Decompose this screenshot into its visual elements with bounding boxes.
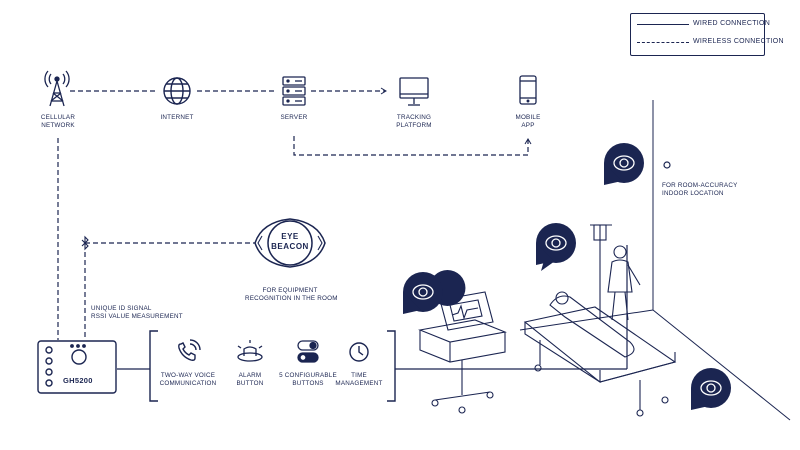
eye-beacon-icon <box>254 218 326 268</box>
label-room-line2: INDOOR LOCATION <box>662 190 724 197</box>
room-locator-device-icon <box>663 161 671 169</box>
eye-beacon-line1: EYE <box>281 232 299 241</box>
legend-wireless-swatch <box>637 42 689 43</box>
location-pin-wall <box>604 143 644 185</box>
toggle-icon <box>297 340 319 363</box>
label-server: SERVER <box>274 114 314 122</box>
legend-wireless-label: WIRELESS CONNECTION <box>693 38 784 45</box>
room-walls <box>519 100 791 421</box>
feature-alarm-line2: BUTTON <box>236 380 264 387</box>
legend-wired-swatch <box>637 24 689 25</box>
gh5200-device-icon <box>37 340 117 394</box>
label-equipment-line2: RECOGNITION IN THE ROOM <box>245 295 338 302</box>
feature-two-way-voice: TWO-WAY VOICE COMMUNICATION <box>158 372 218 388</box>
eye-beacon-line2: BEACON <box>271 242 309 251</box>
label-room-line1: FOR ROOM-ACCURACY <box>662 182 738 189</box>
feature-voice-line1: TWO-WAY VOICE <box>160 372 216 379</box>
label-server-line1: SERVER <box>280 114 308 121</box>
label-mobile-line2: APP <box>521 122 535 129</box>
feature-config-line2: BUTTONS <box>292 380 324 387</box>
medical-cart <box>418 291 507 414</box>
feature-bracket-right <box>387 330 396 402</box>
label-cellular-network: CELLULAR NETWORK <box>38 114 78 130</box>
location-pin-bottom <box>691 368 731 410</box>
feature-time-line2: MANAGEMENT <box>335 380 383 387</box>
label-unique-id-signal: UNIQUE ID SIGNAL RSSI VALUE MEASUREMENT <box>91 305 183 321</box>
monitor-icon <box>399 77 429 106</box>
hospital-bed <box>523 224 677 417</box>
label-tracking-platform: TRACKING PLATFORM <box>389 114 439 130</box>
feature-configurable-buttons: 5 CONFIGURABLE BUTTONS <box>278 372 338 388</box>
feature-time-management: TIME MANAGEMENT <box>334 372 384 388</box>
legend-wired: WIRED CONNECTION <box>637 19 770 29</box>
cell-tower-icon <box>44 70 70 107</box>
globe-icon <box>163 77 191 105</box>
label-internet-line1: INTERNET <box>160 114 194 121</box>
label-mobile-line1: MOBILE <box>515 114 541 121</box>
legend-wireless: WIRELESS CONNECTION <box>637 37 784 47</box>
label-tracking-line1: TRACKING <box>396 114 432 121</box>
label-equipment-line1: FOR EQUIPMENT <box>262 287 318 294</box>
feature-alarm-line1: ALARM <box>238 372 262 379</box>
label-signal-line1: UNIQUE ID SIGNAL <box>91 305 152 312</box>
feature-config-line1: 5 CONFIGURABLE <box>279 372 337 379</box>
label-room-accuracy: FOR ROOM-ACCURACY INDOOR LOCATION <box>662 182 737 198</box>
smartphone-icon <box>519 75 537 105</box>
label-cellular-line1: CELLULAR <box>40 114 76 121</box>
location-pin-cart-body <box>403 272 443 314</box>
eye-beacon-label: EYE BEACON <box>270 232 310 252</box>
clock-icon <box>349 342 369 362</box>
nurse-figure <box>607 245 641 321</box>
label-signal-line2: RSSI VALUE MEASUREMENT <box>91 313 183 320</box>
feature-bracket-left <box>149 330 158 402</box>
label-tracking-line2: PLATFORM <box>396 122 432 129</box>
feature-voice-line2: COMMUNICATION <box>159 380 217 387</box>
server-icon <box>282 76 306 106</box>
label-equipment-recognition: FOR EQUIPMENT RECOGNITION IN THE ROOM <box>245 287 338 303</box>
gh5200-label: GH5200 <box>63 376 93 385</box>
label-mobile-app: MOBILE APP <box>508 114 548 130</box>
legend-wired-label: WIRED CONNECTION <box>693 20 771 27</box>
bluetooth-icon <box>81 235 89 251</box>
phone-icon <box>178 339 201 361</box>
label-cellular-line2: NETWORK <box>41 122 75 129</box>
location-pin-bed-body <box>536 223 576 265</box>
feature-time-line1: TIME <box>351 372 367 379</box>
feature-alarm-button: ALARM BUTTON <box>225 372 275 388</box>
label-internet: INTERNET <box>157 114 197 122</box>
link-server-mobile <box>293 136 529 156</box>
alarm-button-icon <box>237 340 263 362</box>
legend: WIRED CONNECTION WIRELESS CONNECTION <box>630 13 784 56</box>
